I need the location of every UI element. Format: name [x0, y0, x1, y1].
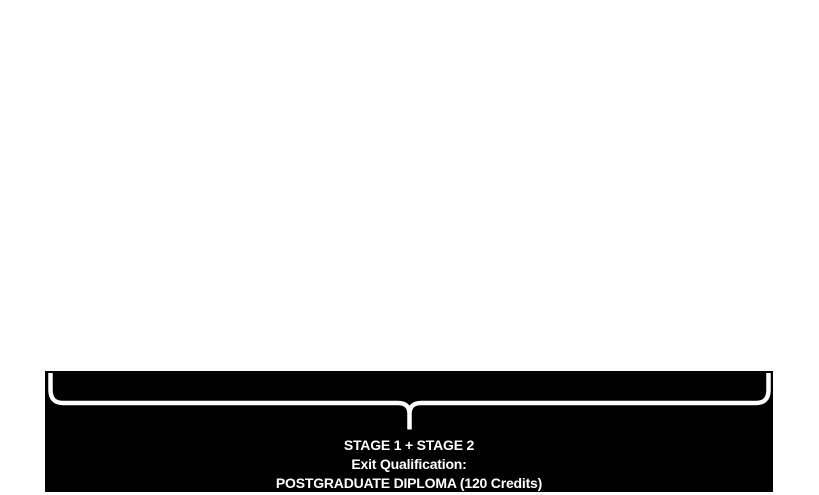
exit-qualification-heading: Exit Qualification: [351, 456, 467, 472]
black-panel [45, 371, 773, 492]
stages-text: STAGE 1 + STAGE 2 [343, 437, 475, 453]
exit-qualification-label: STAGE 1 + STAGE 2 Exit Qualification: PO… [45, 436, 773, 493]
curly-brace-down-icon [48, 373, 771, 430]
qualification-text: POSTGRADUATE DIPLOMA (120 Credits) [275, 475, 543, 491]
